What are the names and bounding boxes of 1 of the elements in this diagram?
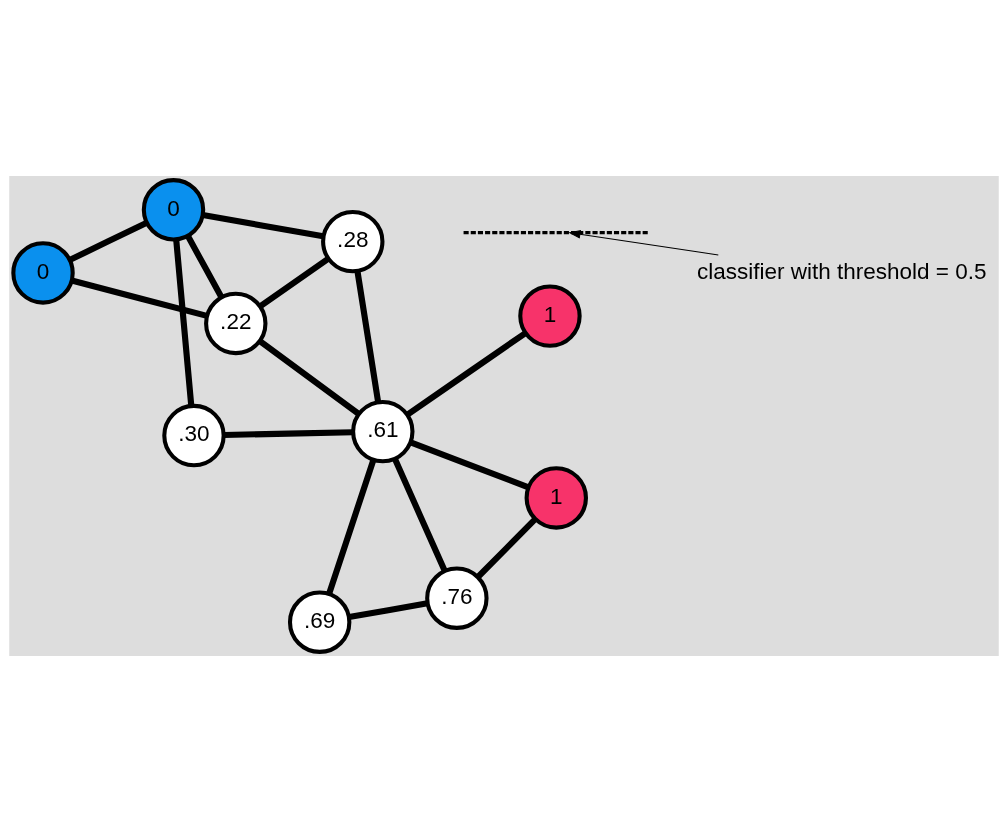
node-text: classifier with threshold = 0.5 — [696, 258, 986, 284]
